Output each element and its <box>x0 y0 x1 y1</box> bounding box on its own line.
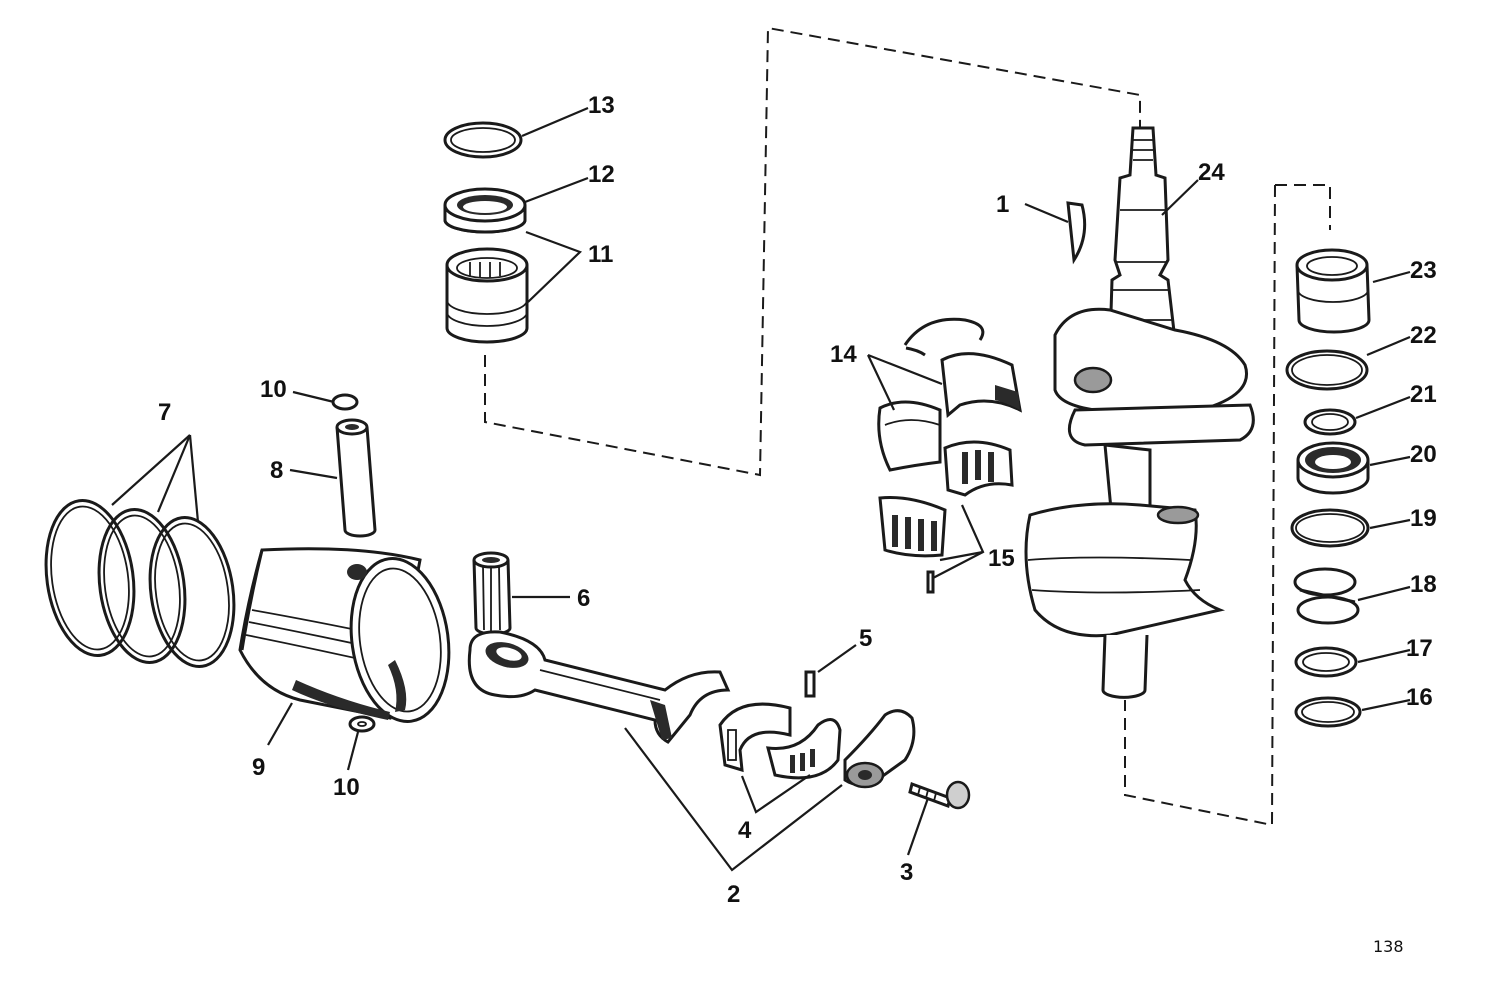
part-20-seal <box>1296 441 1370 495</box>
part-10-clip-bottom <box>348 715 376 733</box>
leader-lines <box>111 106 1411 872</box>
part-17-ring <box>1294 646 1358 678</box>
label-part-5: 5 <box>859 625 872 652</box>
part-10-clip-top <box>331 393 359 411</box>
part-2-rod-cap <box>843 709 916 789</box>
label-part-19: 19 <box>1410 505 1437 532</box>
label-part-12: 12 <box>588 161 615 188</box>
part-15-needle-bearings <box>878 440 1014 594</box>
part-19-washer <box>1290 508 1370 548</box>
label-part-10-bottom: 10 <box>333 774 360 801</box>
label-part-16: 16 <box>1406 684 1433 711</box>
part-23-bearing-sleeve <box>1295 248 1371 334</box>
label-part-3: 3 <box>900 859 913 886</box>
label-part-13: 13 <box>588 92 615 119</box>
part-9-piston <box>238 547 451 723</box>
part-3-screw <box>908 780 971 810</box>
label-part-17: 17 <box>1406 635 1433 662</box>
figure-number: 138 <box>1373 937 1404 956</box>
label-part-8: 8 <box>270 457 283 484</box>
label-part-4: 4 <box>738 817 752 844</box>
label-part-11: 11 <box>588 241 613 268</box>
part-12-seal <box>443 187 527 234</box>
part-14-bearing-races <box>877 317 1022 472</box>
label-part-20: 20 <box>1410 441 1437 468</box>
label-part-2: 2 <box>727 881 740 908</box>
part-8-piston-pin <box>335 418 377 538</box>
label-part-21: 21 <box>1410 381 1437 408</box>
part-4-bearing-cage-halves <box>718 702 842 780</box>
part-24-crankshaft <box>1024 126 1255 699</box>
part-11-bearing-sleeve <box>445 247 529 344</box>
label-part-6: 6 <box>577 585 590 612</box>
part-5-dowel-pin <box>804 670 816 698</box>
label-part-10-top: 10 <box>260 376 287 403</box>
part-21-ring <box>1303 408 1357 436</box>
label-part-22: 22 <box>1410 322 1437 349</box>
part-16-snap-ring <box>1294 696 1362 728</box>
part-6-needle-bearing <box>472 551 512 636</box>
part-18-spring <box>1293 567 1360 625</box>
label-part-14: 14 <box>830 341 857 368</box>
label-part-15: 15 <box>988 545 1015 572</box>
label-part-7: 7 <box>158 399 171 426</box>
part-7-piston-rings <box>44 499 236 668</box>
label-part-9: 9 <box>252 754 265 781</box>
label-part-1: 1 <box>996 191 1009 218</box>
part-13-ring <box>443 121 523 159</box>
part-22-ring <box>1285 349 1369 391</box>
part-2-connecting-rod <box>467 630 731 744</box>
assembly-guide-lines <box>484 26 1331 827</box>
part-1-woodruff-key <box>1066 201 1087 265</box>
label-part-23: 23 <box>1410 257 1437 284</box>
part-labels: 1 2 3 4 5 6 7 8 9 10 10 11 12 13 14 15 1… <box>158 92 1437 908</box>
label-part-18: 18 <box>1410 571 1437 598</box>
label-part-24: 24 <box>1198 159 1225 186</box>
